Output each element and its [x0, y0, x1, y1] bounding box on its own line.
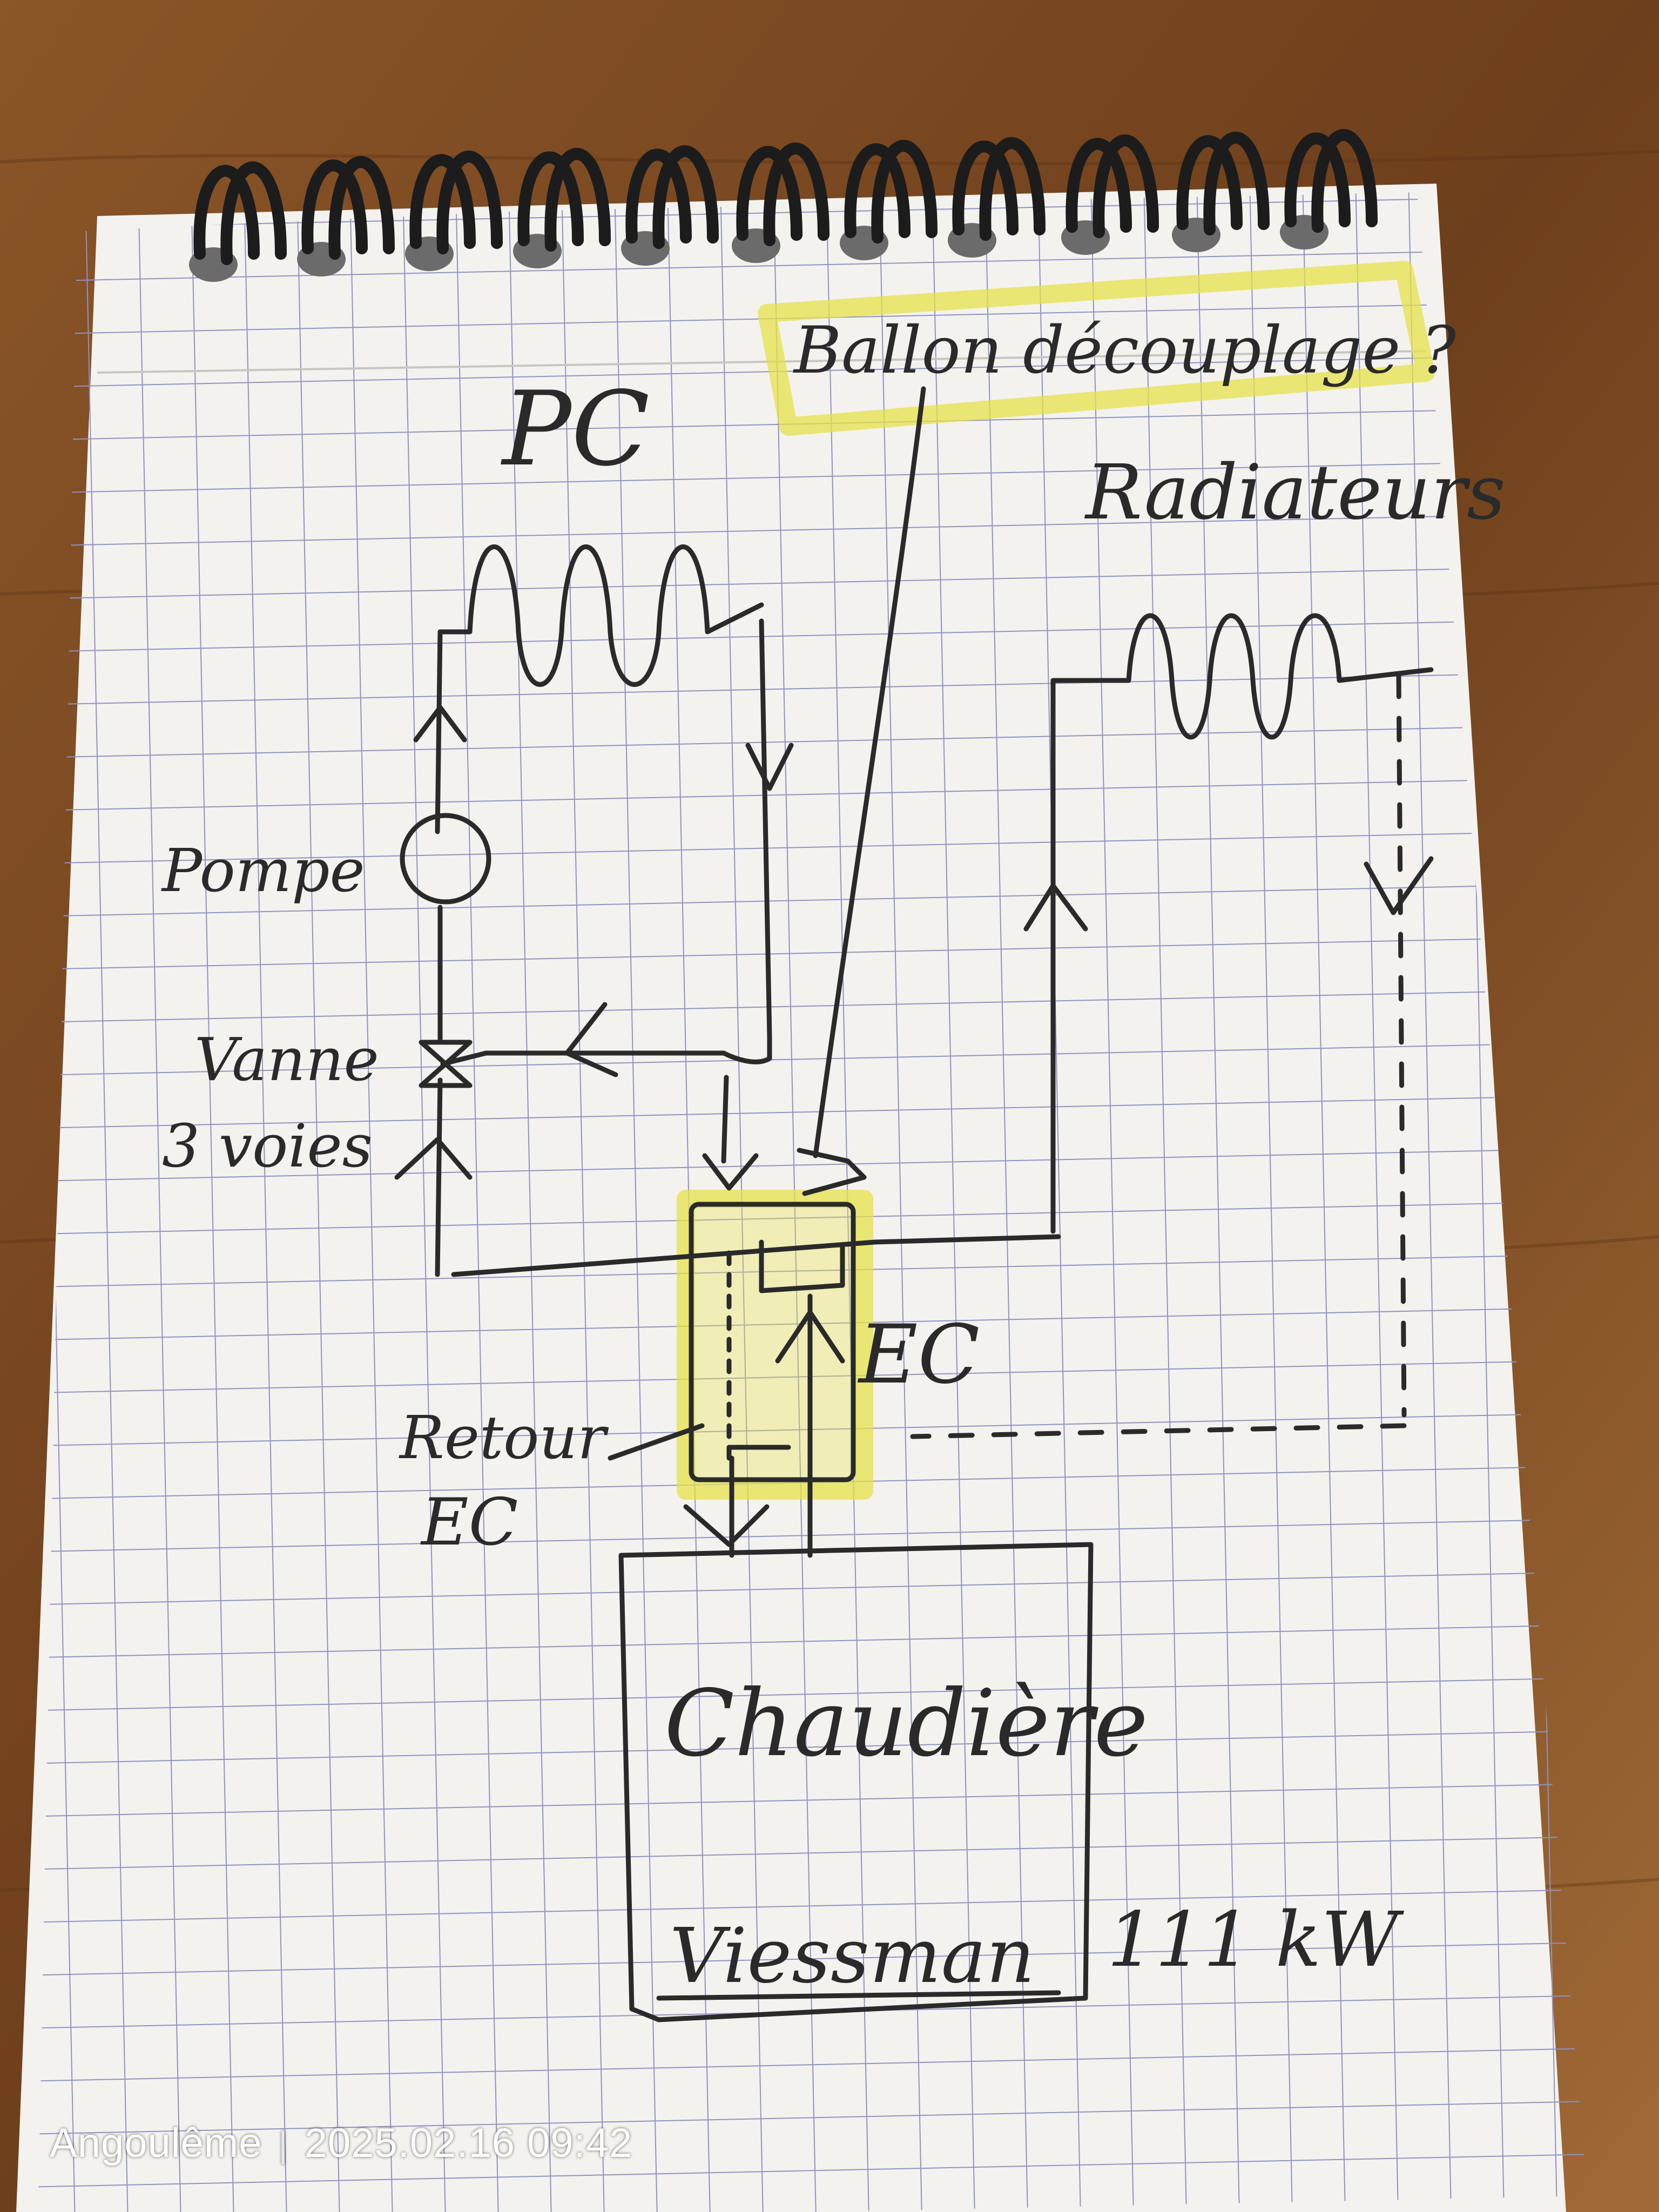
boiler-box [618, 1542, 1094, 2022]
label-vanne: Vanne [194, 1025, 379, 1094]
arrow-up-icon [413, 705, 467, 743]
label-chaudiere: Chaudière [664, 1670, 1148, 1777]
label-ec: EC [857, 1308, 980, 1402]
arrow-down-icon [1364, 856, 1434, 915]
pc-return-pipe [483, 618, 772, 1064]
label-radiateurs: Radiateurs [1084, 449, 1506, 537]
ink-drawing [394, 386, 1434, 2022]
label-pompe: Pompe [161, 836, 365, 905]
label-viessmann: Viessman [670, 1912, 1035, 2000]
label-ballon: Ballon découplage ? [793, 313, 1456, 388]
radiator-coil [1050, 613, 1434, 740]
arrow-up-icon [394, 1137, 473, 1180]
photo-datetime: 2025.02.16 09:42 [304, 2120, 633, 2166]
pc-supply-pipe [435, 629, 443, 1277]
arrow-up-icon [1023, 883, 1088, 932]
pc-coil [437, 544, 764, 687]
arrow-right-icon [797, 1148, 867, 1196]
header-pipe [451, 1234, 1061, 1277]
photo-watermark: Angoulême | 2025.02.16 09:42 [50, 2120, 632, 2167]
radiator-return-dashed [1396, 672, 1407, 1418]
ballon-pipe [813, 386, 926, 1158]
pump-symbol [400, 813, 491, 905]
arrow-down-icon [683, 1504, 770, 1547]
ec-exchanger [689, 1202, 856, 1482]
label-retour: Retour [399, 1403, 609, 1472]
arrow-down-icon [702, 1153, 759, 1191]
label-power: 111 kW [1107, 1896, 1405, 1984]
spiral-binding [189, 129, 1378, 282]
arrow-left-icon [564, 1002, 618, 1077]
arrow-up-icon [775, 1310, 845, 1364]
label-retour-ec: EC [420, 1485, 518, 1560]
label-3-voies: 3 voies [162, 1111, 373, 1181]
three-way-valve-symbol [419, 1040, 489, 1088]
label-pc: PC [501, 369, 650, 489]
arrow-down-icon [745, 743, 794, 791]
stamp-separator: | [278, 2125, 288, 2164]
highlighter-marks [677, 261, 1435, 1500]
photo-location: Angoulême [50, 2120, 262, 2166]
